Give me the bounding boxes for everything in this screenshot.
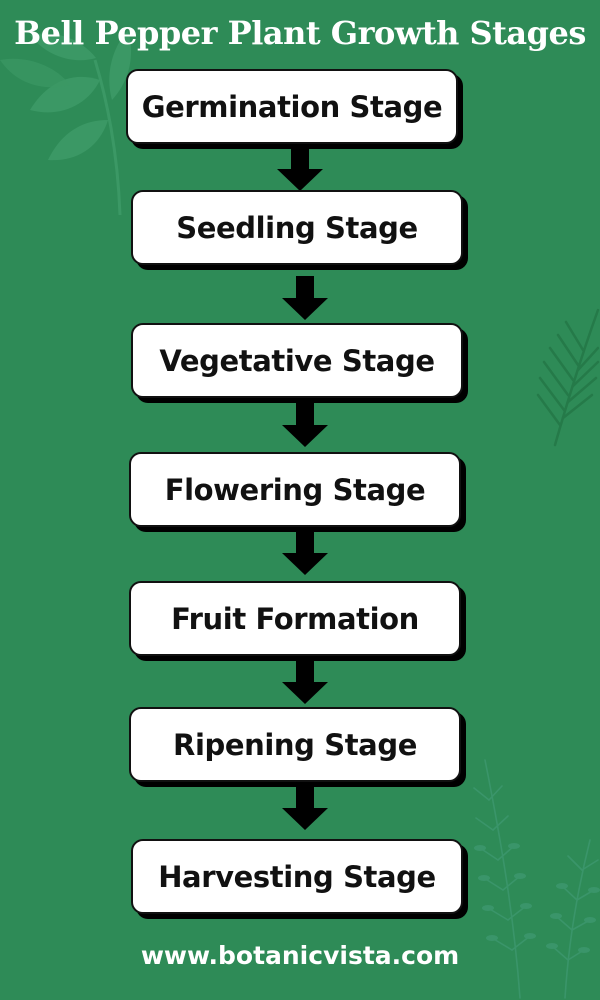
palm-leaf-icon: [536, 308, 600, 447]
stage-label: Harvesting Stage: [158, 859, 436, 894]
stage-box-fruit-formation: Fruit Formation: [129, 581, 461, 656]
arrow-down-icon: [282, 786, 328, 830]
stage-box-seedling: Seedling Stage: [131, 190, 463, 265]
stage-label: Flowering Stage: [164, 472, 426, 507]
page-title: Bell Pepper Plant Growth Stages: [14, 14, 586, 52]
stage-label: Ripening Stage: [173, 727, 417, 762]
website-url: www.botanicvista.com: [140, 941, 460, 970]
stage-label: Germination Stage: [141, 89, 443, 124]
arrow-down-icon: [282, 660, 328, 704]
arrow-down-icon: [282, 276, 328, 320]
arrow-down-icon: [282, 403, 328, 447]
stage-label: Fruit Formation: [171, 601, 419, 636]
stage-box-harvesting: Harvesting Stage: [131, 839, 463, 914]
stage-box-germination: Germination Stage: [126, 69, 458, 144]
stage-box-vegetative: Vegetative Stage: [131, 323, 463, 398]
stage-box-ripening: Ripening Stage: [129, 707, 461, 782]
arrow-down-icon: [282, 531, 328, 575]
stage-box-flowering: Flowering Stage: [129, 452, 461, 527]
arrow-down-icon: [277, 147, 323, 191]
stage-label: Vegetative Stage: [159, 343, 435, 378]
stage-label: Seedling Stage: [176, 210, 418, 245]
